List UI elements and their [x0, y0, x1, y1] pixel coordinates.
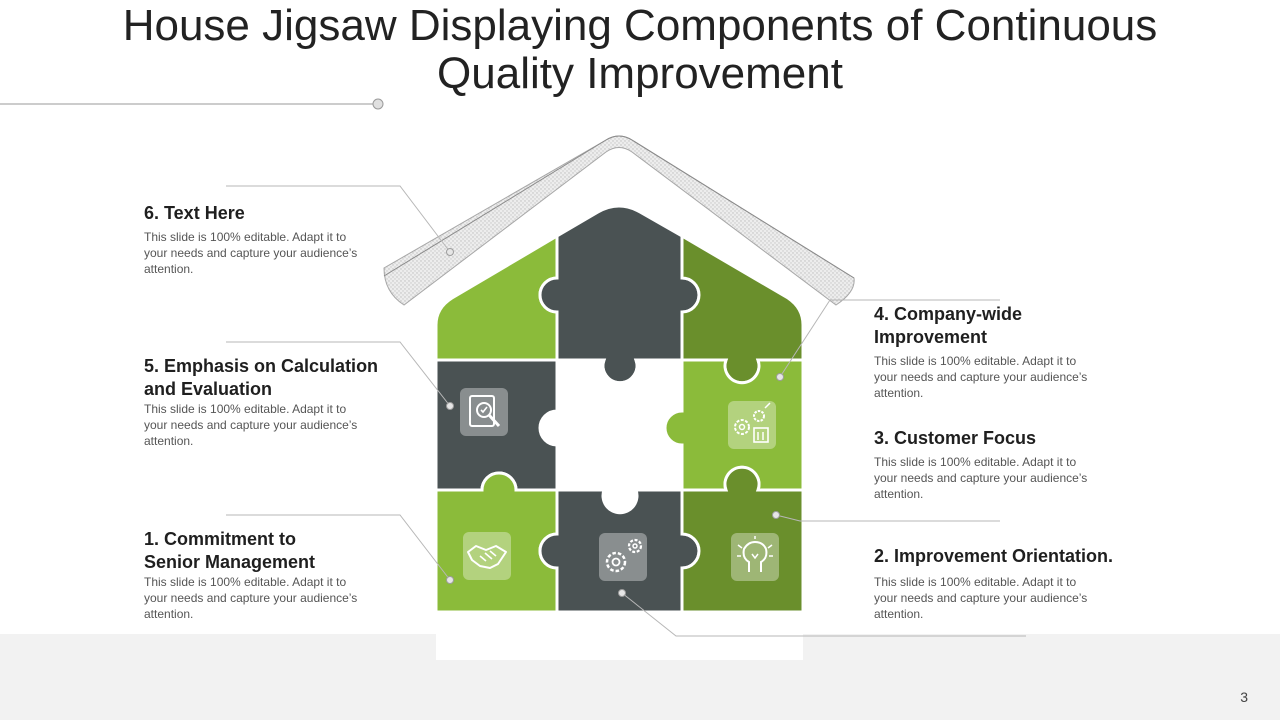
- page-number: 3: [1240, 689, 1248, 705]
- piece-top-center: [538, 204, 701, 385]
- item-6-heading: 6. Text Here: [144, 203, 245, 223]
- item-4-body: This slide is 100% editable. Adapt it to…: [874, 354, 1088, 400]
- item-5-heading-line-1: 5. Emphasis on Calculation: [144, 356, 379, 376]
- house-roof: [383, 135, 855, 306]
- dot-2: [618, 589, 626, 597]
- divider-dot: [372, 98, 384, 110]
- gears-icon: [599, 533, 647, 581]
- item-1: 1. Commitment to Senior Management This …: [144, 528, 404, 622]
- item-6: 6. Text Here This slide is 100% editable…: [144, 202, 404, 277]
- item-4-heading-line-2: Improvement: [874, 327, 988, 347]
- item-5: 5. Emphasis on Calculation and Evaluatio…: [144, 355, 404, 449]
- connector-6: [226, 185, 451, 253]
- item-4: 4. Company-wide Improvement This slide i…: [874, 303, 1134, 401]
- item-4-heading-line-1: 4. Company-wide: [874, 304, 1023, 324]
- item-4-heading: 4. Company-wide Improvement: [874, 303, 1134, 349]
- connector-dots: [446, 248, 784, 597]
- item-3-heading: 3. Customer Focus: [874, 428, 1037, 448]
- connector-2: [621, 592, 1026, 637]
- dot-5: [446, 402, 454, 410]
- item-2: 2. Improvement Orientation. This slide i…: [874, 545, 1134, 622]
- title-line-2: Quality Improvement: [437, 49, 843, 98]
- connector-3: [775, 514, 1000, 522]
- item-2-heading: 2. Improvement Orientation.: [874, 546, 1114, 566]
- gears-building-icon: [728, 401, 776, 449]
- dot-4: [776, 373, 784, 381]
- item-6-body: This slide is 100% editable. Adapt it to…: [144, 230, 358, 276]
- connector-4: [779, 299, 1000, 378]
- item-3: 3. Customer Focus This slide is 100% edi…: [874, 427, 1134, 502]
- item-1-heading-line-1: 1. Commitment to: [144, 529, 297, 549]
- dot-1: [446, 576, 454, 584]
- dot-3: [772, 511, 780, 519]
- handshake-icon: [463, 532, 511, 580]
- item-2-body: This slide is 100% editable. Adapt it to…: [874, 575, 1088, 621]
- item-5-heading: 5. Emphasis on Calculation and Evaluatio…: [144, 355, 404, 401]
- item-1-heading: 1. Commitment to Senior Management: [144, 528, 404, 574]
- connector-lines: [226, 185, 1026, 637]
- piece-bottom-right: [680, 465, 805, 614]
- item-1-body: This slide is 100% editable. Adapt it to…: [144, 575, 358, 621]
- item-5-heading-line-2: and Evaluation: [144, 379, 273, 399]
- connector-1: [226, 514, 451, 581]
- connector-5: [226, 341, 451, 407]
- dot-6: [446, 248, 454, 256]
- title-line-1: House Jigsaw Displaying Components of Co…: [122, 1, 1158, 50]
- idea-person-icon: [731, 533, 779, 581]
- item-5-body: This slide is 100% editable. Adapt it to…: [144, 402, 358, 448]
- item-1-heading-line-2: Senior Management: [144, 552, 316, 572]
- document-search-icon: [460, 388, 508, 436]
- slide-title: House Jigsaw Displaying Components of Co…: [0, 2, 1280, 98]
- item-3-body: This slide is 100% editable. Adapt it to…: [874, 455, 1088, 501]
